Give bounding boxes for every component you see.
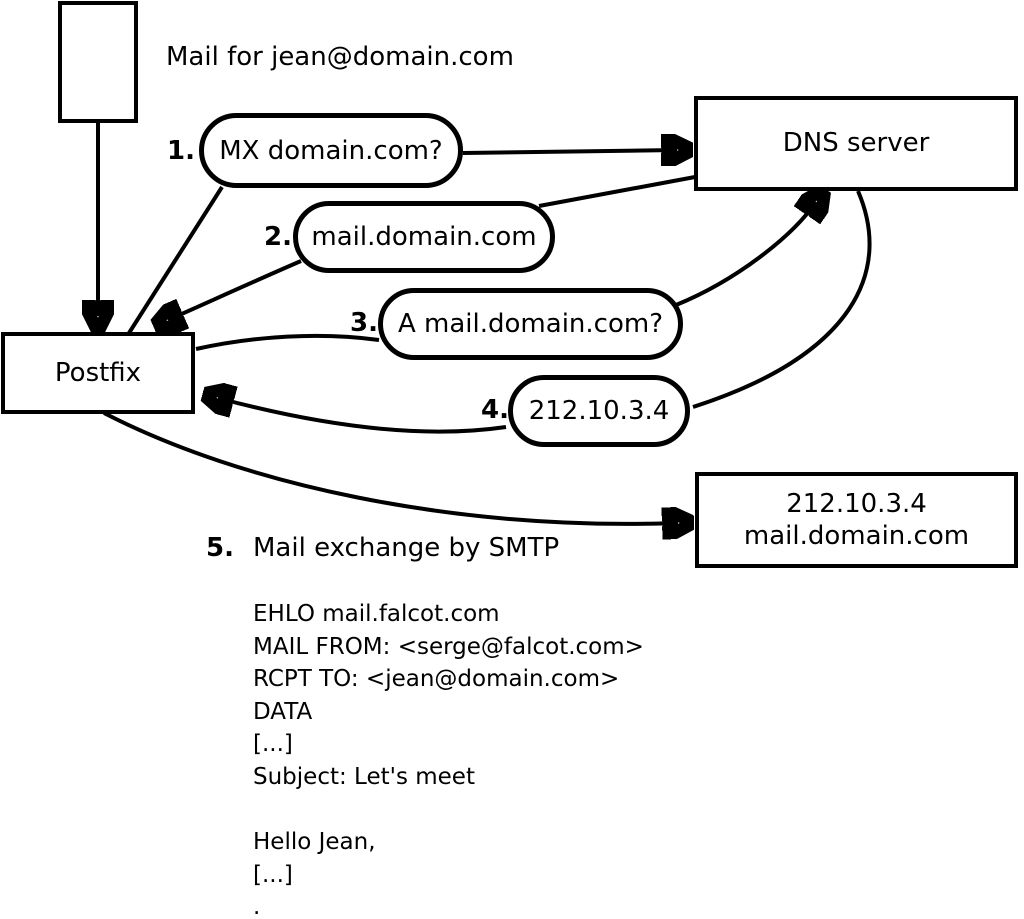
step3-number: 3. (350, 308, 378, 338)
line-dns-to-pill4 (692, 190, 872, 409)
postfix-label: Postfix (54, 357, 142, 388)
smtp-line: . (253, 894, 261, 919)
arrow-pill2-to-postfix (168, 259, 302, 320)
arrow-postfix-to-destination (103, 411, 678, 524)
step4-answer-pill: 212.10.3.4 (508, 375, 690, 447)
arrow-pill4-to-postfix (218, 398, 507, 434)
line-postfix-to-pill3 (195, 333, 380, 351)
destination-node: 212.10.3.4 mail.domain.com (695, 472, 1018, 568)
smtp-line: EHLO mail.falcot.com (253, 601, 500, 627)
line-postfix-to-pill1 (127, 185, 224, 335)
step1-number: 1. (167, 136, 195, 166)
dns-server-label: DNS server (782, 128, 930, 159)
step5-label: Mail exchange by SMTP (253, 533, 560, 563)
smtp-session-text: EHLO mail.falcot.com MAIL FROM: <serge@f… (253, 598, 644, 919)
smtp-line: MAIL FROM: <serge@falcot.com> (253, 633, 644, 660)
smtp-line: RCPT TO: <jean@domain.com> (253, 666, 620, 693)
mail-message-box (58, 1, 138, 123)
dns-server-node: DNS server (694, 96, 1018, 191)
smtp-line: DATA (253, 698, 313, 725)
step5-number: 5. (206, 533, 234, 563)
step1-query-pill: MX domain.com? (199, 113, 463, 188)
step2-answer-pill: mail.domain.com (293, 201, 555, 273)
arrow-pill1-to-dns (462, 150, 677, 153)
step3-query-pill: A mail.domain.com? (378, 288, 683, 360)
smtp-line: Hello Jean, (253, 829, 376, 856)
step4-answer-label: 212.10.3.4 (528, 396, 670, 426)
line-dns-to-pill2 (538, 175, 696, 208)
smtp-line (253, 794, 644, 827)
step4-number: 4. (481, 395, 509, 425)
smtp-line: [...] (253, 731, 293, 758)
smtp-line: [...] (253, 861, 293, 888)
smtp-line: Subject: Let's meet (253, 763, 475, 790)
step2-answer-label: mail.domain.com (311, 222, 537, 252)
postfix-node: Postfix (1, 332, 195, 414)
destination-hostname: mail.domain.com (743, 521, 970, 551)
destination-ip: 212.10.3.4 (786, 488, 927, 519)
arrow-pill3-to-dns (675, 202, 816, 307)
mail-note: Mail for jean@domain.com (166, 42, 514, 72)
step3-query-label: A mail.domain.com? (398, 309, 663, 339)
step2-number: 2. (264, 222, 292, 252)
step1-query-label: MX domain.com? (219, 135, 443, 166)
